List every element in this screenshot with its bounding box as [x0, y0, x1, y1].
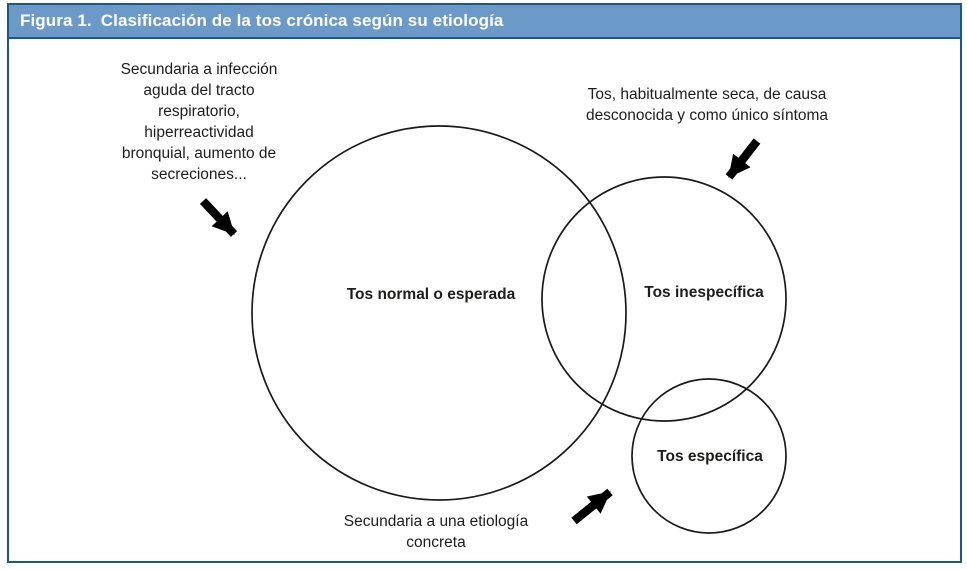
label-tos-normal: Tos normal o esperada [346, 286, 516, 303]
figure-header: Figura 1. Clasificación de la tos crónic… [9, 5, 960, 39]
figure-title: Clasificación de la tos crónica según su… [100, 11, 504, 30]
circle-tos-especifica [631, 378, 787, 534]
arrow-to-tos-normal [199, 198, 238, 237]
annotation-secundaria-infeccion: Secundaria a infección aguda del tracto … [120, 61, 278, 183]
annotation-secundaria-etiologia: Secundaria a una etiología concreta [343, 513, 529, 551]
circle-tos-normal [251, 125, 627, 501]
figure-label: Figura 1. [20, 11, 92, 30]
label-tos-especifica: Tos específica [657, 448, 763, 465]
label-tos-inespecifica: Tos inespecífica [644, 284, 764, 301]
figure-container: Figura 1. Clasificación de la tos crónic… [7, 3, 962, 563]
arrow-to-tos-inespecifica [725, 138, 761, 180]
annotation-tos-seca: Tos, habitualmente seca, de causa descon… [585, 86, 829, 124]
arrow-to-tos-especifica [571, 488, 613, 525]
circle-tos-inespecifica [541, 176, 787, 422]
